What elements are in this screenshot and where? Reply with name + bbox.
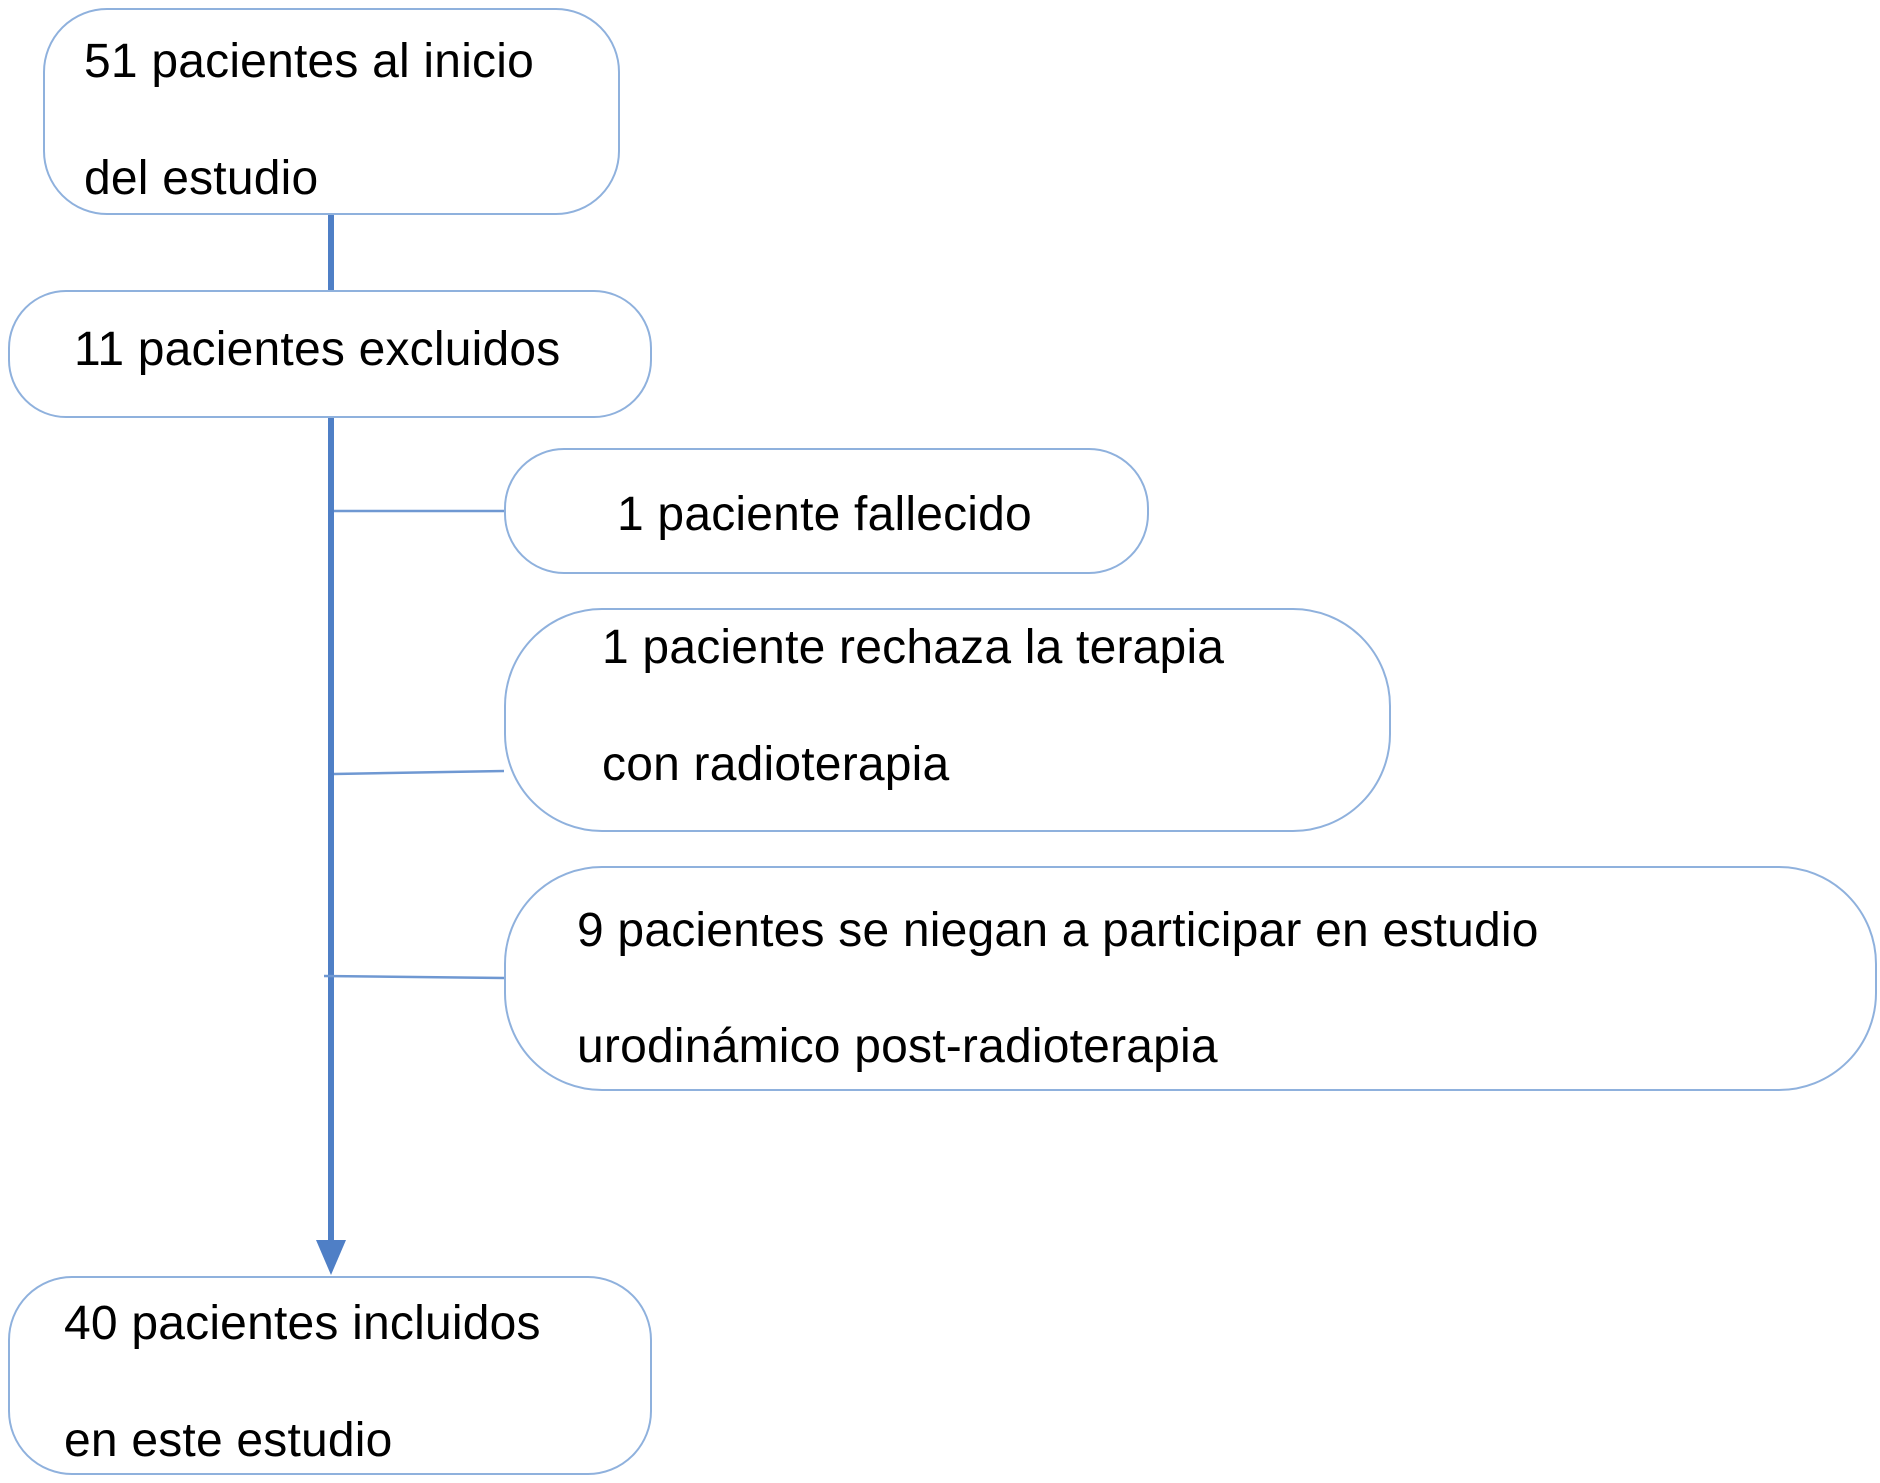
reason-decline-urodynamic-line-2: urodinámico post-radioterapia (577, 1020, 1218, 1073)
reason-box-decline-urodynamic: 9 pacientes se niegan a participar en es… (504, 866, 1877, 1091)
included-box: 40 pacientes incluidos en este estudio (8, 1276, 652, 1475)
reason-box-refuses-radiotherapy: 1 paciente rechaza la terapia con radiot… (504, 608, 1391, 832)
reason-decline-urodynamic-line-1: 9 pacientes se niegan a participar en es… (577, 904, 1539, 957)
included-box-line-2: en este estudio (64, 1414, 393, 1467)
reason-refuses-radiotherapy-line-2: con radioterapia (602, 738, 950, 791)
branch-to-reason-3 (323, 974, 505, 980)
excluded-box-label: 11 pacientes excluidos (74, 323, 561, 376)
start-box-line-2: del estudio (84, 152, 319, 205)
start-box: 51 pacientes al inicio del estudio (43, 8, 620, 215)
reason-box-deceased: 1 paciente fallecido (504, 448, 1149, 574)
excluded-box: 11 pacientes excluidos (8, 290, 652, 418)
start-box-line-1: 51 pacientes al inicio (84, 35, 535, 88)
main-arrow-head (316, 1240, 346, 1275)
branch-to-reason-2 (333, 769, 505, 776)
reason-refuses-radiotherapy-line-1: 1 paciente rechaza la terapia (602, 621, 1225, 674)
reason-deceased-label: 1 paciente fallecido (617, 488, 1032, 541)
included-box-line-1: 40 pacientes incluidos (64, 1297, 541, 1350)
